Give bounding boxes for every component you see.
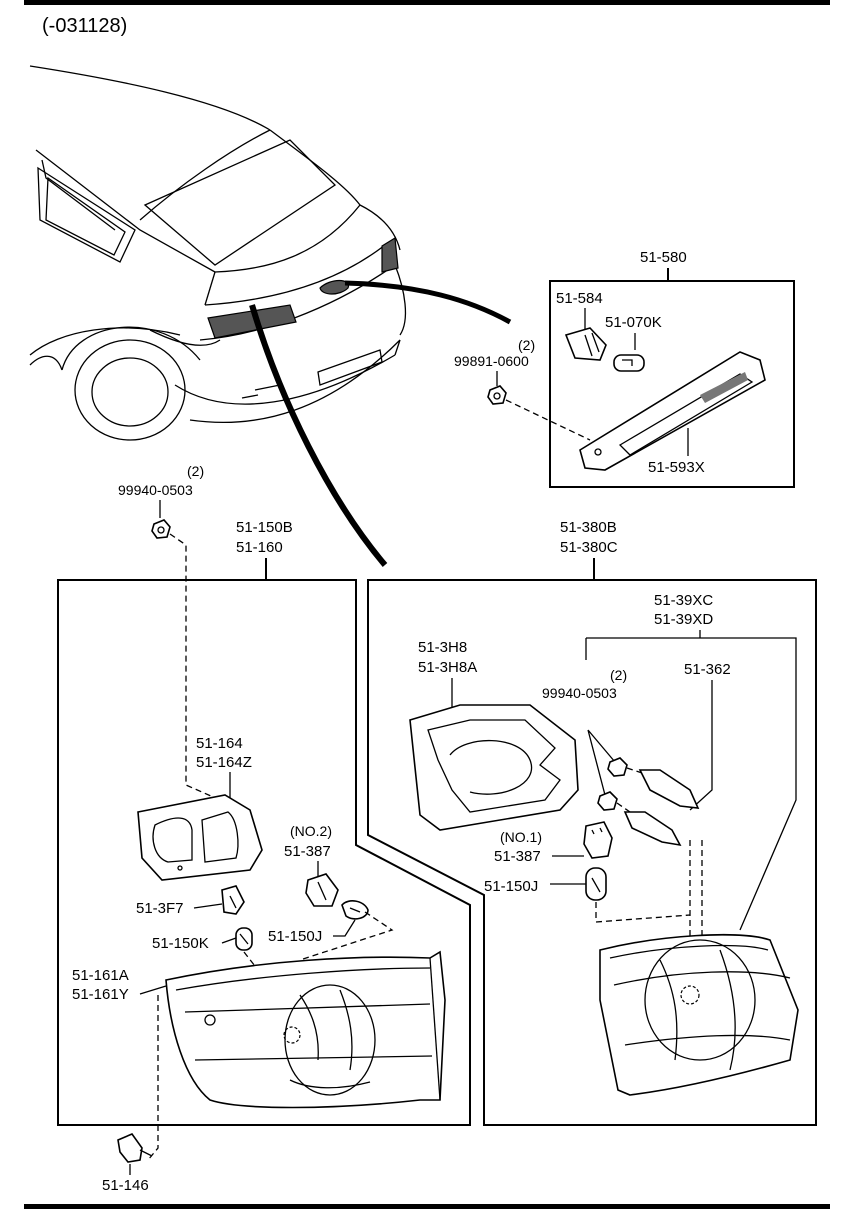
rear-combo-lamp-frame xyxy=(57,579,471,1126)
label-51-161A: 51-161A xyxy=(72,967,129,984)
label-51-164Z: 51-164Z xyxy=(196,754,252,771)
rear-inner-lamp-frame xyxy=(367,579,817,1126)
label-51-580: 51-580 xyxy=(640,249,687,266)
side-marker-box xyxy=(549,280,795,488)
label-nut-rear-qty: (2) xyxy=(187,463,204,479)
label-99891-0600: 99891-0600 xyxy=(454,353,529,369)
label-51-164: 51-164 xyxy=(196,735,243,752)
label-99940-0503: 99940-0503 xyxy=(118,482,193,498)
rear-nut-part xyxy=(151,519,171,539)
socket-no2-part xyxy=(305,873,339,907)
rear-combo-lamp-group: (2) 99940-0503 51-150B 51-160 51-164 51-… xyxy=(57,463,471,1194)
date-code: (-031128) xyxy=(42,15,127,37)
label-51-584: 51-584 xyxy=(556,290,603,307)
bulb-150k-part xyxy=(235,927,253,951)
inner-bracket-part xyxy=(623,769,700,847)
label-99940-0503-inner: 99940-0503 xyxy=(542,685,617,701)
label-51-3F7: 51-3F7 xyxy=(136,900,184,917)
label-51-150B: 51-150B xyxy=(236,519,293,536)
bulb-150j-outer-part xyxy=(341,900,369,920)
bulb-150j-inner-part xyxy=(585,867,607,901)
label-51-362: 51-362 xyxy=(684,661,731,678)
label-51-160: 51-160 xyxy=(236,539,283,556)
marker-lens-part xyxy=(579,351,766,471)
label-51-150J-outer: 51-150J xyxy=(268,928,322,945)
side-marker-group: 51-580 51-584 51-070K 51-593X (2) 99891-… xyxy=(454,249,795,488)
label-nut-inner-qty: (2) xyxy=(610,667,627,683)
socket-3f7-part xyxy=(221,885,245,915)
inner-nut-1-part xyxy=(607,757,628,777)
screw-part xyxy=(117,1133,153,1163)
label-51-070K: 51-070K xyxy=(605,314,662,331)
label-51-150J-inner: 51-150J xyxy=(484,878,538,895)
label-no2-note: (NO.2) xyxy=(290,823,332,839)
outer-gasket-part xyxy=(137,794,263,881)
label-51-387-no1: 51-387 xyxy=(494,848,541,865)
rear-inner-lamp-group: 51-380B 51-380C 51-39XC 51-39XD 51-362 5… xyxy=(367,519,817,1126)
vehicle-rear-illustration xyxy=(29,65,512,567)
socket-no1-part xyxy=(583,821,613,859)
marker-socket-part xyxy=(564,327,607,361)
label-51-150K: 51-150K xyxy=(152,935,209,952)
label-51-380B: 51-380B xyxy=(560,519,617,536)
label-51-146: 51-146 xyxy=(102,1177,149,1194)
inner-lens-part xyxy=(599,933,799,1096)
label-51-3H8A: 51-3H8A xyxy=(418,659,477,676)
bottom-rule xyxy=(24,1204,830,1209)
label-no1-note: (NO.1) xyxy=(500,829,542,845)
label-51-3H8: 51-3H8 xyxy=(418,639,467,656)
label-51-593X: 51-593X xyxy=(648,459,705,476)
label-51-39XC: 51-39XC xyxy=(654,592,713,609)
top-rule xyxy=(24,0,830,5)
marker-bulb-part xyxy=(613,354,645,372)
marker-nut-part xyxy=(487,385,507,405)
outer-lens-part xyxy=(165,950,446,1109)
label-51-39XD: 51-39XD xyxy=(654,611,713,628)
label-51-387-no2: 51-387 xyxy=(284,843,331,860)
label-nut-marker-qty: (2) xyxy=(518,337,535,353)
inner-gasket-part xyxy=(409,704,579,831)
inner-nut-2-part xyxy=(597,791,618,811)
label-51-161Y: 51-161Y xyxy=(72,986,129,1003)
label-51-380C: 51-380C xyxy=(560,539,618,556)
